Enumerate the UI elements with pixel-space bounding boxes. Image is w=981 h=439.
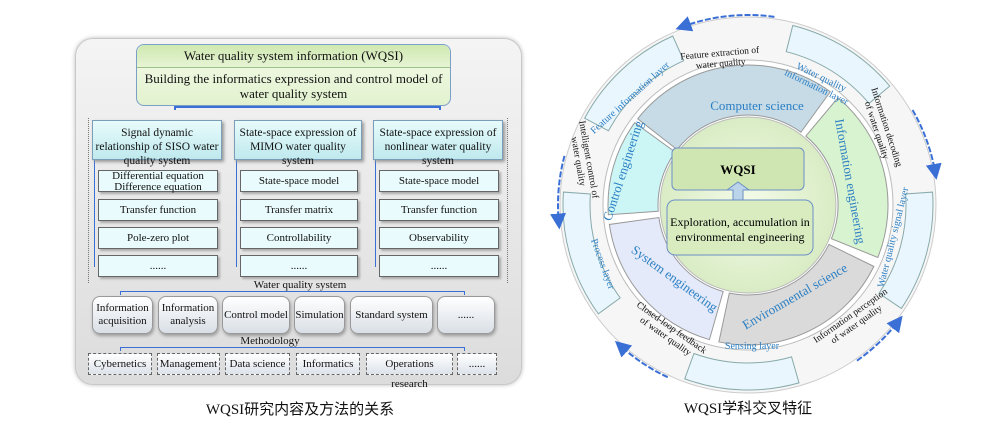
- system-item: Standard system: [350, 296, 433, 334]
- discipline-label: Computer science: [710, 98, 804, 113]
- column-item: ......: [98, 255, 218, 277]
- flow-arrow-icon: [675, 14, 775, 32]
- columns-frame: [88, 118, 508, 283]
- layer-label: Sensing layer: [725, 341, 780, 352]
- system-item: Information acquisition: [92, 296, 153, 334]
- right-caption: WQSI学科交叉特征: [684, 399, 812, 417]
- system-item: ......: [437, 296, 495, 334]
- exploration-text-1: Exploration, accumulation in: [670, 215, 810, 229]
- column-item: State-space model: [240, 170, 358, 192]
- system-connector: [120, 291, 465, 295]
- methodology-item: Operations research: [366, 353, 453, 390]
- top-connector: [174, 106, 441, 110]
- column-item: Differential equation Difference equatio…: [98, 170, 218, 193]
- column-item: Transfer function: [98, 199, 218, 221]
- column-header: State-space expression of MIMO water qua…: [234, 120, 362, 167]
- discipline-segment: [805, 97, 889, 259]
- layer-segment: [583, 35, 685, 132]
- layer-segment: [878, 191, 934, 310]
- column-item: ......: [240, 255, 358, 277]
- methodology-item: Management: [157, 353, 220, 375]
- system-item: Simulation: [294, 296, 345, 334]
- methodology-item: Cybernetics: [88, 353, 152, 375]
- column-item: Pole-zero plot: [98, 227, 218, 249]
- flow-arrow-icon: [550, 155, 566, 230]
- column-connector: [236, 125, 237, 267]
- column-item: Controllability: [240, 227, 358, 249]
- system-item: Information analysis: [158, 296, 218, 334]
- column-item: Observability: [379, 227, 499, 249]
- methodology-connector: [120, 347, 465, 351]
- up-arrow-icon: [725, 181, 751, 201]
- column-item: Transfer matrix: [240, 199, 358, 221]
- column-connector: [375, 125, 376, 267]
- column-connector: [94, 125, 95, 267]
- column-item: Transfer function: [379, 199, 499, 221]
- wqsi-center-title: WQSI: [720, 162, 755, 177]
- column-item: ......: [379, 255, 499, 277]
- layer-segment: [562, 191, 621, 315]
- column-item: State-space model: [379, 170, 499, 192]
- left-caption: WQSI研究内容及方法的关系: [205, 402, 395, 418]
- wqsi-subtitle: Building the informatics expression and …: [144, 71, 443, 101]
- exploration-text-2: environmental engineering: [676, 230, 805, 244]
- methodology-item: ......: [457, 353, 497, 375]
- column-header: State-space expression of nonlinear wate…: [373, 120, 503, 167]
- methodology-item: Data science: [225, 353, 290, 375]
- methodology-item: Informatics: [296, 353, 360, 375]
- system-item: Control model: [222, 296, 290, 334]
- flow-arrow-icon: [856, 315, 903, 362]
- discipline-segment: [718, 243, 875, 346]
- flow-arrow-icon: [614, 340, 669, 379]
- discipline-segment: [607, 122, 676, 216]
- exploration-box: [666, 199, 814, 256]
- column-header: Signal dynamic relationship of SISO wate…: [92, 120, 222, 167]
- wqsi-title: Water quality system information (WQSI): [137, 45, 450, 68]
- layer-segment: [785, 24, 891, 105]
- discipline-segment: [636, 64, 831, 151]
- water-quality-system-label: Water quality system: [253, 279, 347, 291]
- wqsi-title-box: Water quality system information (WQSI) …: [136, 44, 451, 106]
- methodology-label: Methodology: [240, 335, 300, 347]
- discipline-segment: [608, 216, 724, 341]
- layer-segment: [684, 352, 800, 391]
- flow-arrow-icon: [911, 109, 942, 180]
